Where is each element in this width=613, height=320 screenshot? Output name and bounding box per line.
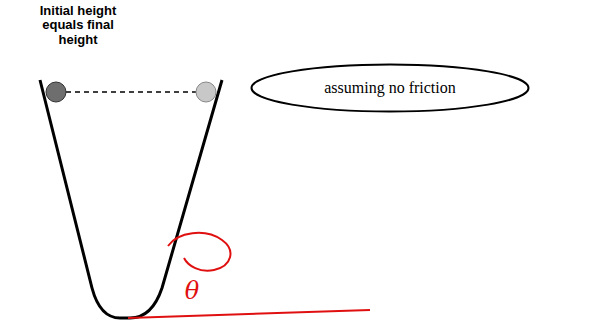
u-track <box>40 80 222 318</box>
height-note: Initial height equals final height <box>22 4 134 47</box>
initial-ball <box>46 82 66 102</box>
ellipse-shape <box>252 65 529 112</box>
note-ellipse: assuming no friction <box>250 63 530 113</box>
red-horizontal-line <box>128 310 370 318</box>
height-dashed-line <box>66 91 196 93</box>
final-ball <box>196 82 216 102</box>
red-angle-arc <box>168 233 230 271</box>
note-text: assuming no friction <box>324 79 456 97</box>
angle-symbol: θ <box>180 278 204 304</box>
